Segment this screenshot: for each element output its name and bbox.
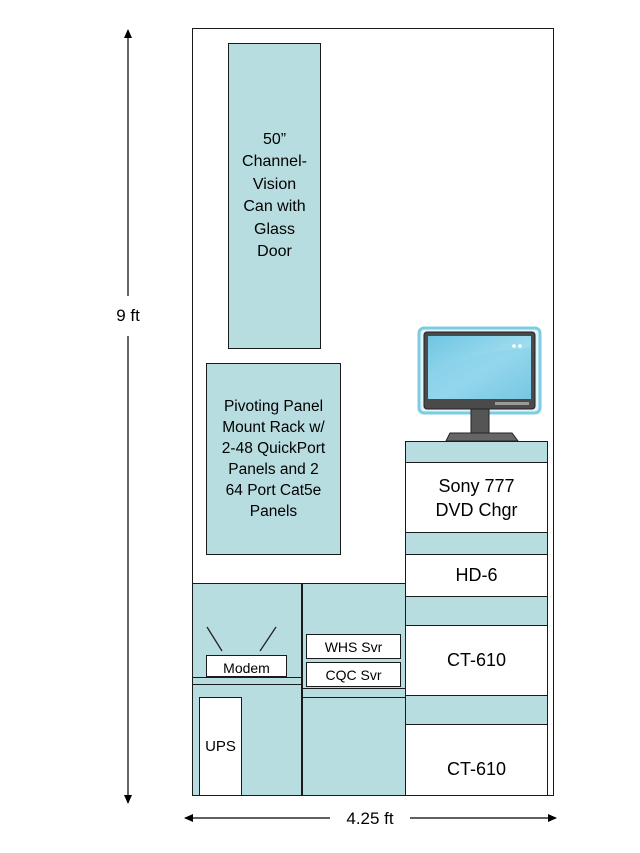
whs-server-box: [306, 634, 401, 659]
modem-label: Modem: [223, 660, 270, 676]
dvd-changer-label: Sony 777 DVD Chgr: [435, 475, 518, 520]
ct610-lower-label: CT-610: [446, 758, 507, 779]
ct610-upper-box: [405, 625, 548, 696]
hd6-label: HD-6: [455, 565, 498, 585]
dvd-changer-box: [405, 462, 548, 533]
cabinet-label: 50” Channel- Vision Can with Glass Door: [242, 130, 307, 261]
ct610-lower-box: [405, 724, 548, 796]
cqc-server-label: CQC Svr: [325, 666, 382, 683]
panel-rack-label: Pivoting Panel Mount Rack w/ 2-48 QuickP…: [221, 398, 326, 520]
channel-vision-cabinet: [228, 43, 321, 349]
whs-server-label: WHS Svr: [324, 638, 383, 655]
ups-label: UPS: [205, 738, 236, 755]
hd6-box: [405, 554, 548, 597]
ct610-upper-label: CT-610: [446, 650, 507, 670]
ups-box: [199, 697, 242, 796]
modem-box: [206, 655, 287, 677]
pivoting-panel-rack: [206, 363, 341, 555]
width-label: 4.25 ft: [346, 809, 394, 828]
height-label: 9 ft: [116, 306, 140, 325]
left-bay-shelf: [193, 677, 301, 685]
middle-bay-shelf: [303, 688, 405, 698]
middle-lower-bay: [302, 583, 406, 796]
cqc-server-box: [306, 662, 401, 687]
